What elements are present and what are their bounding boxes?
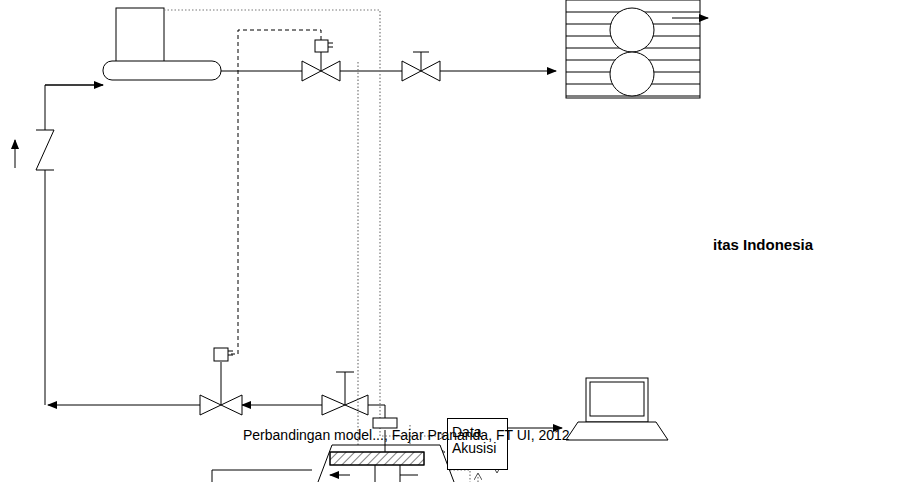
solenoid-valve: [302, 40, 340, 81]
pipe-line: [45, 71, 556, 418]
check-valve: [15, 130, 54, 170]
computer-monitor: [566, 378, 668, 440]
data-acquisition-box: Data Akusisi: [447, 418, 508, 470]
separator-tank: [103, 8, 221, 80]
manual-valve: [402, 52, 440, 81]
manual-valve: [322, 372, 368, 415]
watermark: itas Indonesia: [713, 236, 813, 253]
signal-line: [164, 10, 497, 482]
control-line: [228, 30, 321, 354]
solenoid-valve: [200, 348, 242, 415]
footer-note: Perbandingan model..., Fajar Prananda, F…: [243, 427, 570, 443]
flow-pattern: [566, 0, 708, 98]
